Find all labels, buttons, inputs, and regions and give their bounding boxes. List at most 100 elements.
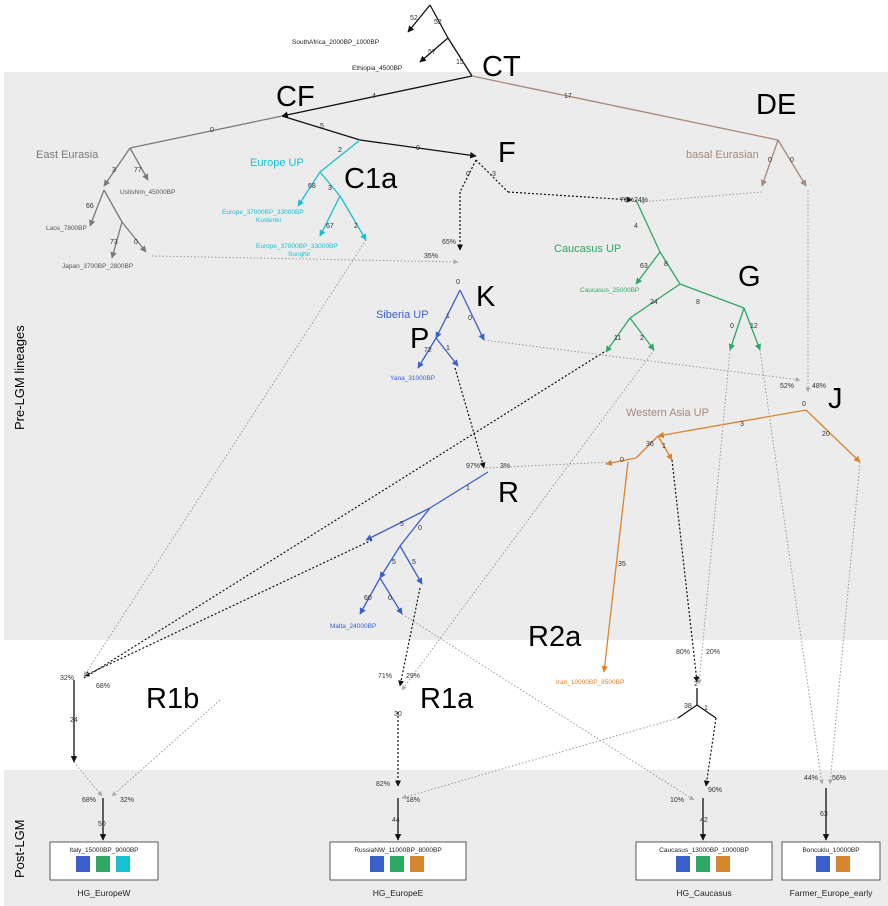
edge-label: 35%	[424, 253, 438, 260]
edge-label: 20	[822, 431, 830, 438]
edge-label: 56%	[832, 775, 846, 782]
hg-p: P	[410, 323, 429, 355]
group-europe-up: Europe UP	[250, 157, 304, 169]
edge-label: 2	[338, 147, 342, 154]
hg-c1a: C1a	[344, 163, 398, 195]
edge-g-d	[629, 317, 655, 351]
hg-r2a: R2a	[528, 621, 582, 653]
edge-ee-a	[103, 147, 131, 187]
edge-j-b	[805, 409, 861, 463]
edge-wa-a	[635, 435, 659, 459]
edge-g-r1a	[401, 349, 655, 691]
edge-labels: 52 52 57 15 4 17 0 5 0 3 77 66 73 0 2 68…	[60, 15, 846, 828]
edge-label: 68	[308, 183, 316, 190]
edge-label: 4	[372, 93, 376, 100]
leaf-iran: Iran_10000BP_8500BP	[556, 679, 624, 686]
blue-edges	[359, 289, 489, 615]
edge-label: 24	[650, 299, 658, 306]
edge-label: 42	[700, 817, 708, 824]
swatch	[390, 856, 404, 872]
group-east-eurasia: East Eurasia	[36, 149, 99, 161]
swatch	[96, 856, 110, 872]
population-name: HG_Caucasus	[676, 888, 731, 898]
hg-r: R	[498, 477, 519, 509]
terminal-box-label: Italy_15000BP_9000BP	[69, 847, 138, 854]
edge-cauc-post-c	[696, 704, 717, 719]
edge-label: 0	[620, 457, 624, 464]
edge-label: 5	[320, 123, 324, 130]
hg-ct: CT	[482, 51, 521, 83]
edge-p-a	[417, 337, 437, 369]
edge-label: 2	[354, 223, 358, 230]
edge-label: 35	[618, 561, 626, 568]
edge-eu-b	[319, 171, 341, 197]
edge-label: 2	[640, 335, 644, 342]
swatch	[76, 856, 90, 872]
edge-label: 5	[392, 559, 396, 566]
edge-label: 0	[210, 127, 214, 134]
dotted-black-edges	[83, 159, 717, 787]
edge-label: 18%	[406, 797, 420, 804]
edge-label: 0	[388, 595, 392, 602]
swatch	[370, 856, 384, 872]
edge-label: 36	[646, 441, 654, 448]
leaf-japan: Japan_3700BP_2800BP	[62, 263, 133, 270]
edge-label: 66	[86, 203, 94, 210]
leaf-southafrica: SouthAfrica_2000BP_1000BP	[292, 39, 379, 46]
post-lgm-panel	[4, 770, 888, 906]
terminal-russia[interactable]: RussiaNW_11000BP_8000BP HG_EuropeE	[329, 841, 467, 898]
edge-r1b-left	[83, 539, 373, 677]
edge-label: 5	[400, 521, 404, 528]
pre-lgm-panel	[4, 72, 888, 640]
swatch	[116, 856, 130, 872]
swatch	[816, 856, 830, 872]
edge-label: 52	[434, 19, 442, 26]
edge-cauc-post-right	[703, 717, 717, 787]
edge-c1a-italy	[83, 239, 367, 677]
group-siberia-up: Siberia UP	[376, 309, 429, 321]
terminal-italy[interactable]: Italy_15000BP_9000BP HG_EuropeW	[49, 841, 159, 898]
terminal-caucasus[interactable]: Caucasus_13000BP_10000BP HG_Caucasus	[635, 841, 773, 898]
edge-label: 15	[456, 59, 464, 66]
edge-label: 0	[456, 279, 460, 286]
edge-r-a	[429, 471, 489, 509]
leaf-malta: Malta_24000BP	[330, 623, 376, 630]
edge-label: 38	[684, 703, 692, 710]
pre-lgm-label: Pre-LGM lineages	[12, 325, 27, 430]
edge-cauc-russia	[401, 717, 679, 800]
leaf-sunghir-range: Europe_37000BP_33000BP	[256, 243, 338, 250]
edge-label: 3	[112, 167, 116, 174]
hg-r1b: R1b	[146, 683, 199, 715]
terminal-boncuklu[interactable]: Boncuklu_10000BP Farmer_Europe_early	[781, 841, 881, 898]
swatch	[696, 856, 710, 872]
edge-ee-b	[129, 147, 149, 181]
leaf-ustishim: Ustishim_45000BP	[120, 189, 175, 196]
terminal-box-label: RussiaNW_11000BP_8000BP	[354, 847, 441, 854]
population-name: Farmer_Europe_early	[790, 888, 873, 898]
edge-label: 76%	[620, 197, 634, 204]
edge-basal-f	[639, 191, 763, 205]
dotted-grey-edges	[73, 190, 861, 801]
edge-label: 2	[694, 681, 698, 688]
edge-label: 30	[394, 711, 402, 718]
edge-label: 0	[802, 401, 806, 408]
edge-r-c	[399, 507, 431, 547]
edge-label: 1	[704, 705, 708, 712]
green-edges	[605, 199, 761, 353]
population-name: HG_EuropeE	[373, 888, 424, 898]
edge-label: 0	[790, 157, 794, 164]
edge-r-e	[399, 545, 423, 585]
population-name: HG_EuropeW	[78, 888, 131, 898]
edge-label: 24	[70, 717, 78, 724]
edge-italy-mix	[73, 761, 103, 797]
edge-f-k-left	[459, 159, 477, 193]
edge-cau-a	[635, 199, 661, 253]
edge-label: 68%	[96, 683, 110, 690]
edge-de-a	[760, 139, 779, 187]
edge-label: 65%	[442, 239, 456, 246]
edge-g-e	[728, 307, 745, 351]
hg-de: DE	[756, 89, 796, 121]
edge-f-caucasus	[507, 191, 633, 203]
group-basal-eurasian: basal Eurasian	[686, 149, 759, 161]
hg-f: F	[498, 137, 516, 169]
